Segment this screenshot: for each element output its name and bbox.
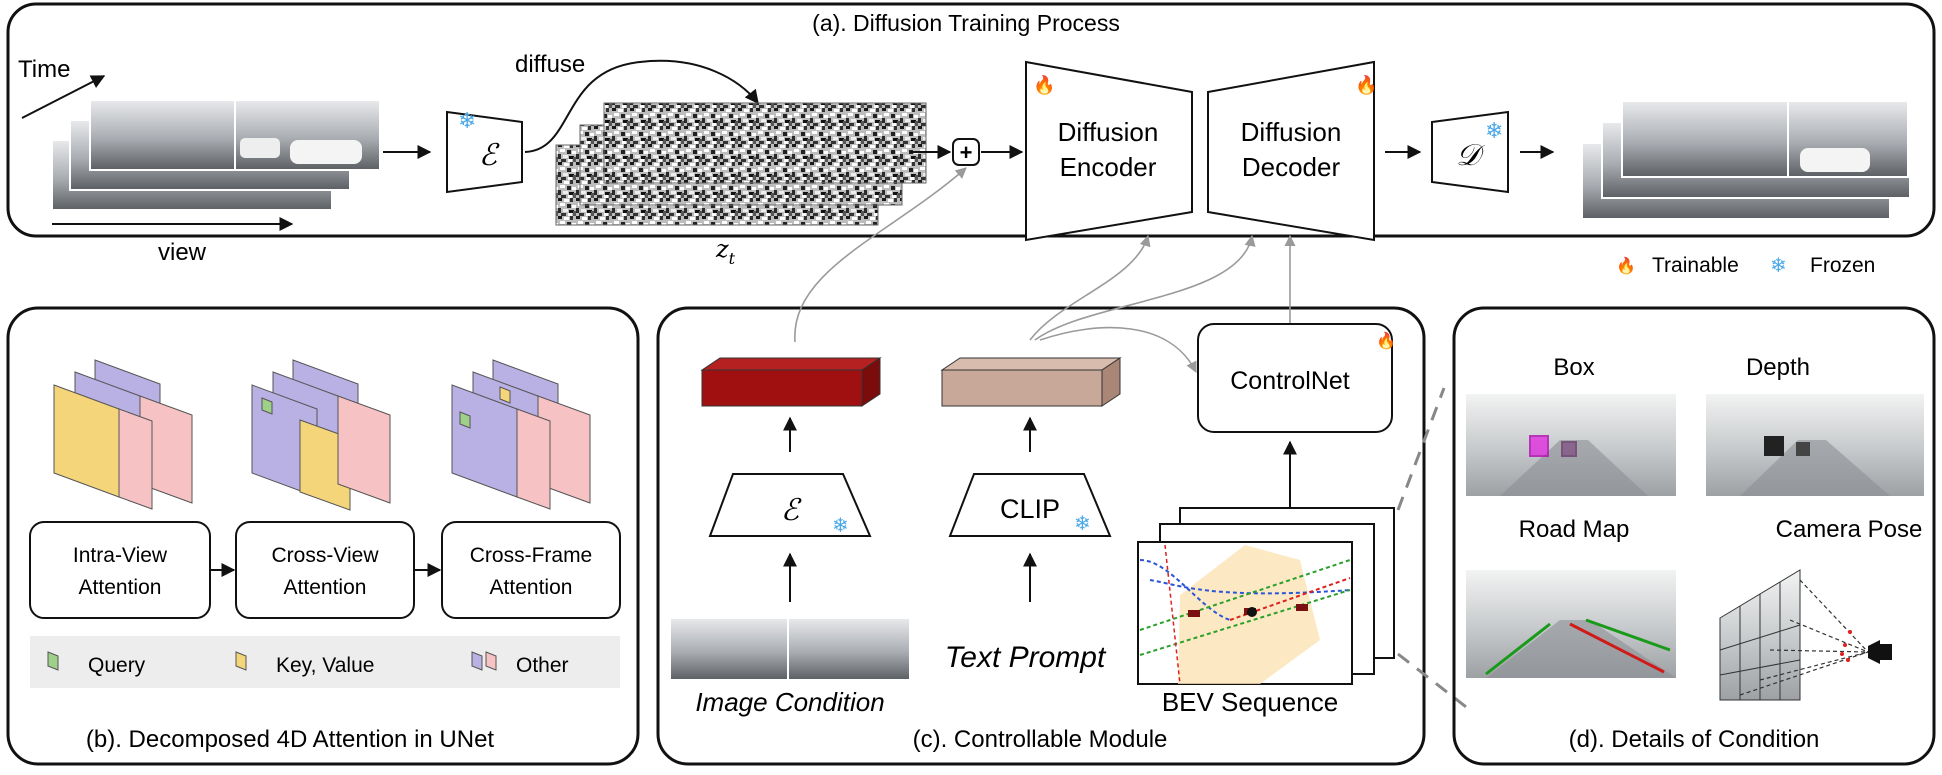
key-value-swatch [235,651,247,671]
trainable-icon: 🔥 [1033,74,1055,95]
vae-encoder: ❄ ℰ [446,108,523,194]
image-condition-token [700,357,882,407]
encoder-symbol: ℰ [781,493,802,528]
output-video-frames [1581,100,1911,220]
frozen-icon: ❄ [458,108,476,133]
camera-pose-label: Camera Pose [1776,516,1923,543]
vae-decoder: 𝒟 ❄ [1431,110,1509,194]
image-condition-thumbnail [669,617,911,681]
image-cond-to-add-arrow [794,167,967,343]
panel-a-title: (a). Diffusion Training Process [812,10,1120,36]
frozen-icon: ❄ [1485,118,1503,143]
legend-trainable: Trainable [1652,254,1739,277]
text-to-encoder-arrow [1029,234,1151,341]
add-symbol: + [960,140,973,165]
encoder-symbol: ℰ [479,138,500,173]
condition-image-encoder: ℰ ❄ [708,473,872,537]
attention-grid-intra-view [53,359,193,510]
diffusion-decoder: 🔥 Diffusion Decoder [1207,60,1377,242]
detail-connector-bottom [1397,652,1471,712]
svg-text:Cross-Frame: Cross-Frame [470,544,593,567]
svg-text:Attention: Attention [79,576,162,599]
trainable-icon: 🔥 [1355,74,1377,95]
clip-label: CLIP [1000,494,1060,524]
view-label: view [158,239,207,266]
attention-grid-cross-view [251,359,391,511]
diffuse-label: diffuse [515,51,585,78]
frozen-icon: ❄ [832,515,849,537]
time-label: Time [18,56,70,83]
legend-query: Query [88,654,146,677]
text-prompt-label: Text Prompt [945,641,1107,674]
panel-d-border [1452,306,1936,766]
diffusion-encoder: 🔥 Diffusion Encoder [1025,60,1193,242]
legend-panel-a: 🔥 Trainable ❄ Frozen [1616,254,1875,277]
depth-label: Depth [1746,354,1810,381]
time-axis-arrow [21,75,106,119]
panel-c-border [656,306,1426,766]
box-label: Box [1553,354,1594,381]
panel-decomposed-attention: Intra-View Attention Cross-View Attentio… [6,306,640,766]
cross-view-attention-block: Cross-View Attention [235,521,415,619]
text-to-controlnet-arrow [1039,326,1197,374]
panel-controllable-module: ℰ ❄ Image Condition CLIP ❄ Text Prompt 🔥… [656,167,1426,766]
panel-diffusion-training: (a). Diffusion Training Process Time vie… [6,2,1936,277]
panel-b-title: (b). Decomposed 4D Attention in UNet [86,726,495,753]
panel-c-title: (c). Controllable Module [913,726,1168,753]
svg-text:Cross-View: Cross-View [272,544,380,567]
noisy-latent-stack [555,102,927,226]
frozen-icon: ❄ [1770,255,1787,277]
controlnet-block: 🔥 ControlNet [1197,323,1396,433]
depth-condition-image [1706,394,1924,496]
panel-b-border [6,306,640,766]
diffusion-decoder-line1: Diffusion [1241,117,1342,147]
intra-view-attention-block: Intra-View Attention [29,521,211,619]
panel-a-border [6,2,1936,238]
other-swatch-purple [471,651,483,671]
trainable-icon: 🔥 [1376,331,1396,350]
detail-connector-top [1396,387,1446,511]
legend-panel-b: Query Key, Value Other [30,636,620,688]
legend-key-value: Key, Value [276,654,374,677]
svg-text:Intra-View: Intra-View [73,544,168,567]
add-operator [952,138,980,166]
diffuse-arrow [524,59,759,153]
road-map-condition-image [1466,570,1676,678]
attention-grid-cross-frame [451,359,591,510]
panel-condition-details: Box Depth Road Map Camera Pose [1452,306,1936,766]
trainable-icon: 🔥 [1616,256,1636,275]
legend-other: Other [516,654,569,677]
controlnet-label: ControlNet [1230,367,1350,395]
panel-d-title: (d). Details of Condition [1569,726,1820,753]
other-swatch-pink [485,651,497,671]
image-condition-label: Image Condition [695,687,884,717]
clip-encoder: CLIP ❄ [948,473,1112,537]
cross-frame-attention-block: Cross-Frame Attention [441,521,621,619]
latent-symbol: zt [715,235,736,268]
road-map-label: Road Map [1519,516,1630,543]
text-to-decoder-arrow [1034,234,1256,341]
camera-icon [1868,640,1880,664]
frozen-icon: ❄ [1074,513,1091,535]
legend-frozen: Frozen [1810,254,1875,277]
camera-pose-diagram [1719,569,1892,701]
svg-text:Attention: Attention [284,576,367,599]
input-video-frames [51,99,381,211]
bev-sequence-stack [1137,507,1395,685]
diffusion-decoder-line2: Decoder [1242,152,1341,182]
diffusion-encoder-line1: Diffusion [1058,117,1159,147]
text-embedding-token [940,357,1122,407]
bev-sequence-label: BEV Sequence [1162,687,1338,717]
diffusion-encoder-line2: Encoder [1060,152,1157,182]
box-condition-image [1466,394,1676,496]
svg-text:Attention: Attention [490,576,573,599]
query-swatch [47,651,59,671]
